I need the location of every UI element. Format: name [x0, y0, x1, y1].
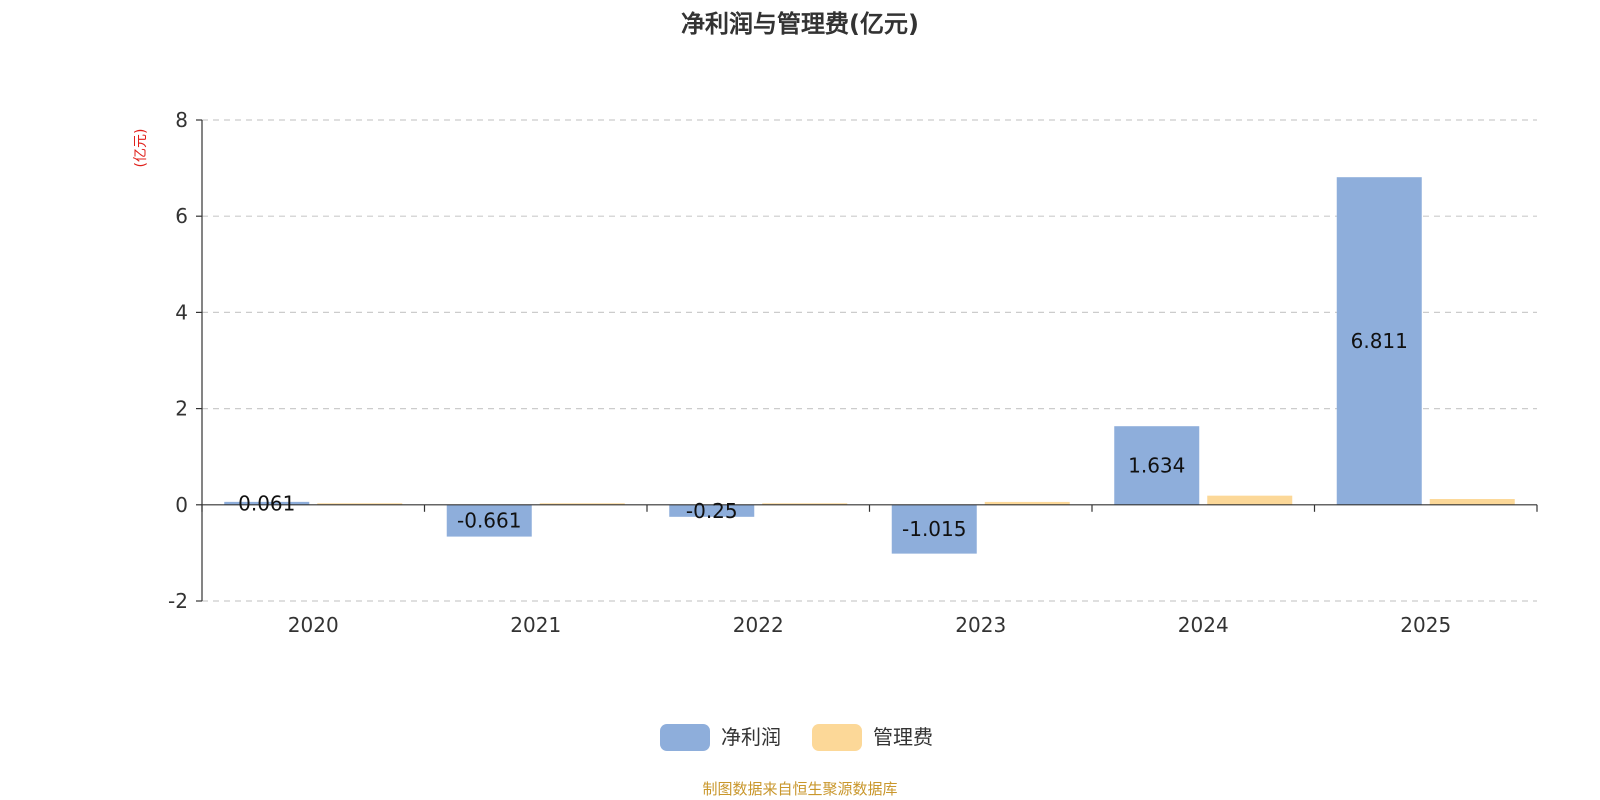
y-tick-label: 2	[175, 397, 188, 421]
bar-net-profit[interactable]	[891, 504, 977, 554]
y-axis-unit-label: (亿元)	[133, 129, 149, 168]
bar-net-profit[interactable]	[224, 501, 310, 505]
bar-admin-expense[interactable]	[1207, 495, 1293, 505]
bar-admin-expense[interactable]	[317, 503, 403, 505]
bar-net-profit[interactable]	[669, 504, 755, 517]
axes: -2 0 2 4 6 8 2020 2021 2022 2023 2024 2025	[168, 108, 1538, 637]
data-label: 1.634	[1128, 454, 1185, 478]
data-label: 6.811	[1351, 329, 1408, 353]
y-tick-label: 0	[175, 493, 188, 517]
x-tick-label: 2020	[288, 613, 339, 637]
legend-swatch[interactable]	[660, 724, 710, 751]
y-tick-label: 8	[175, 108, 188, 132]
bar-admin-expense[interactable]	[984, 501, 1070, 505]
x-tick-label: 2021	[510, 613, 561, 637]
bars	[224, 177, 1515, 554]
data-label: -0.661	[457, 509, 521, 533]
legend-label[interactable]: 管理费	[873, 725, 933, 749]
grid-lines	[202, 119, 1537, 602]
legend-label[interactable]: 净利润	[721, 725, 781, 749]
bar-net-profit[interactable]	[446, 504, 532, 537]
y-tick-label: -2	[168, 589, 188, 613]
y-tick-label: 6	[175, 204, 188, 228]
data-source-note: 制图数据来自恒生聚源数据库	[702, 780, 897, 798]
bar-admin-expense[interactable]	[539, 503, 625, 505]
bar-net-profit[interactable]	[1336, 177, 1422, 505]
x-tick-label: 2023	[955, 613, 1006, 637]
bar-net-profit[interactable]	[1114, 426, 1200, 505]
data-labels: 0.061 -0.661 -0.25 -1.015 1.634 6.811	[238, 329, 1408, 541]
bar-admin-expense[interactable]	[1429, 499, 1515, 505]
chart-title: 净利润与管理费(亿元)	[681, 10, 919, 38]
data-label: -0.25	[686, 499, 738, 523]
legend[interactable]: 净利润 管理费	[660, 724, 933, 751]
bar-admin-expense[interactable]	[762, 503, 848, 505]
x-tick-label: 2022	[733, 613, 784, 637]
data-label: -1.015	[902, 517, 966, 541]
legend-swatch[interactable]	[812, 724, 862, 751]
x-tick-label: 2024	[1178, 613, 1229, 637]
data-label: 0.061	[238, 491, 295, 515]
y-tick-label: 4	[175, 300, 188, 324]
x-tick-label: 2025	[1400, 613, 1451, 637]
